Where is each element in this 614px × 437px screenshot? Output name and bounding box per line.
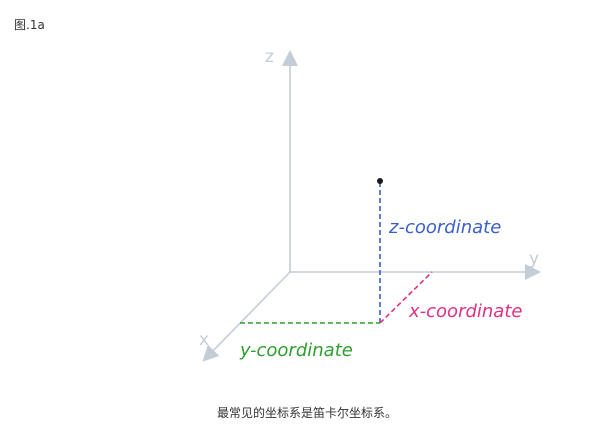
point-marker <box>377 178 383 184</box>
z-axis-label: z <box>265 47 274 67</box>
y-coordinate-label: y-coordinate <box>239 340 353 361</box>
figure-label: 图.1a <box>14 18 45 32</box>
coordinate-system-diagram: z y x z-coordinate x-coordinate y-coordi… <box>199 47 541 362</box>
y-axis-label: y <box>529 249 539 269</box>
x-coordinate-line <box>379 271 433 324</box>
x-axis <box>202 271 291 362</box>
figure-caption: 最常见的坐标系是笛卡尔坐标系。 <box>216 406 397 420</box>
z-coordinate-label: z-coordinate <box>388 217 501 238</box>
x-axis-label: x <box>199 330 209 350</box>
x-coordinate-label: x-coordinate <box>408 301 522 322</box>
